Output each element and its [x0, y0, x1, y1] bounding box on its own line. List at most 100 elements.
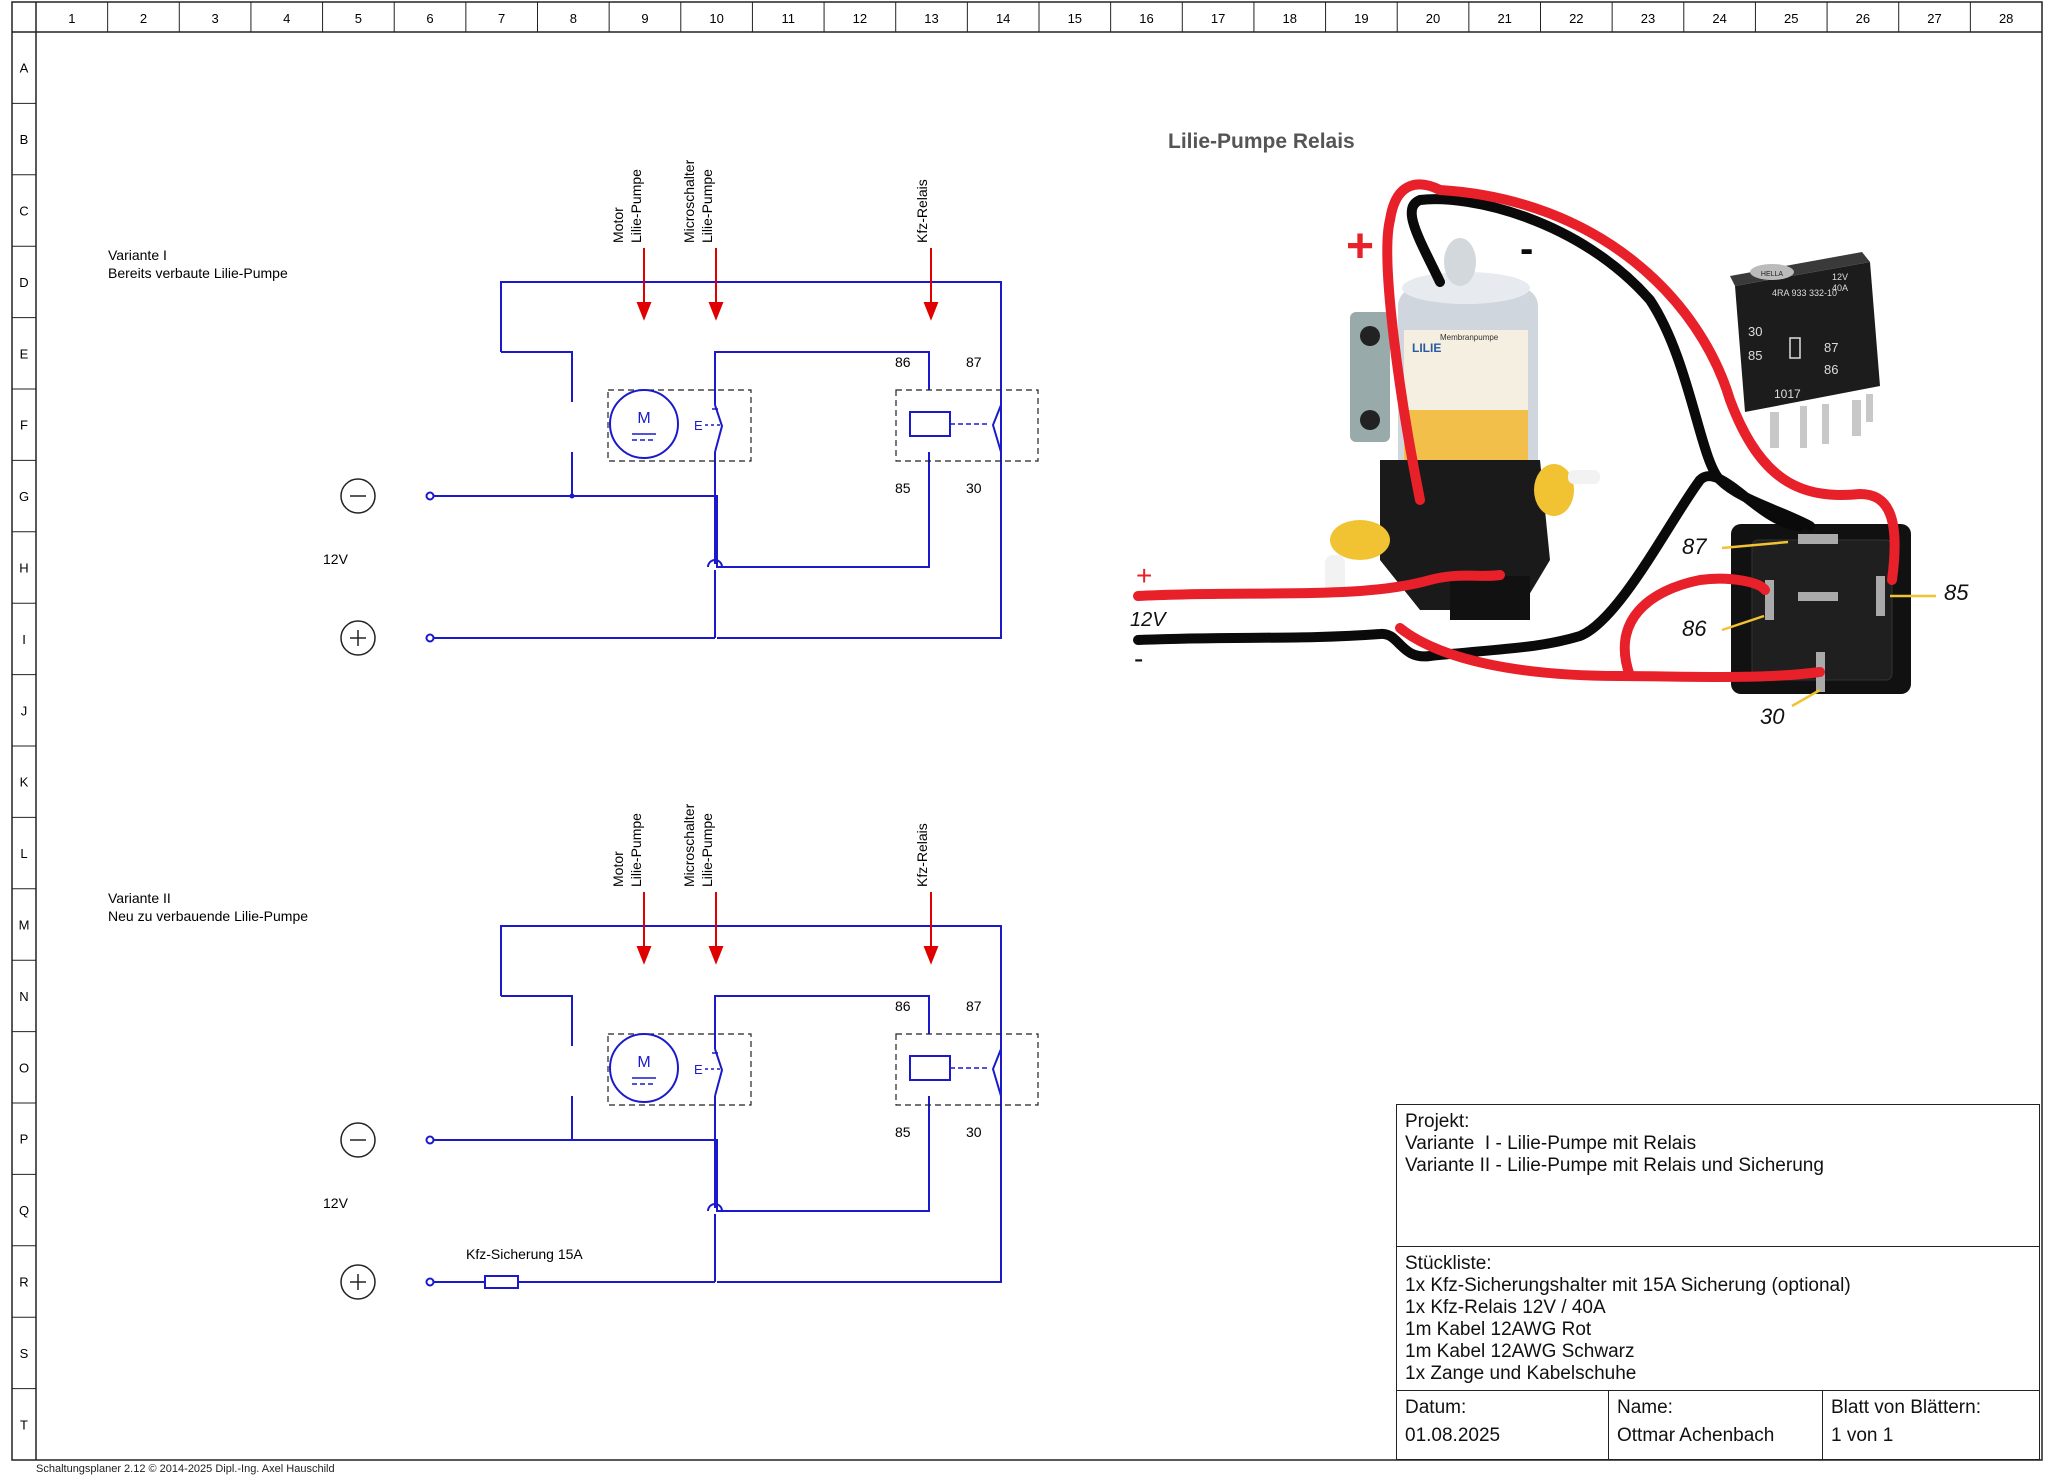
grid-row-label: H: [19, 561, 28, 576]
grid-column-label: 18: [1283, 11, 1297, 26]
photo-pin-30: 30: [1760, 704, 1785, 729]
variant-2-pin-85: 85: [895, 1124, 911, 1140]
variant-1-voltage: 12V: [323, 551, 349, 567]
grid-column-label: 26: [1856, 11, 1870, 26]
pump-image: LILIE Membranpumpe: [1325, 238, 1600, 620]
grid-column-label: 27: [1927, 11, 1941, 26]
variant-2-relay-label: Kfz-Relais: [914, 823, 930, 887]
variant-1-switch-letter: E: [694, 418, 703, 433]
grid-row-label: A: [20, 61, 29, 76]
bom-label: Stückliste:: [1405, 1253, 1492, 1274]
grid-column-label: 13: [924, 11, 938, 26]
variant-2-switch-contact: [714, 1048, 724, 1097]
grid-row-label: P: [20, 1132, 29, 1147]
black-cable-pump: [1406, 194, 1815, 531]
variant-1-terminal-plus: [425, 633, 435, 643]
variant-2-pump-box: [607, 1033, 752, 1106]
sheet-label: Blatt von Blättern:: [1831, 1397, 1981, 1418]
relay-part-number: 4RA 933 332-10: [1772, 288, 1837, 298]
variant-1-relay-coil: [909, 411, 951, 437]
project-line-1: Variante I - Lilie-Pumpe mit Relais: [1405, 1133, 1697, 1154]
title-block-project: Projekt: Variante I - Lilie-Pumpe mit Re…: [1396, 1104, 2040, 1248]
sheet-frame: [11, 1, 2043, 1461]
photo-minus-label: -: [1520, 227, 1533, 271]
grid-column-label: 21: [1497, 11, 1511, 26]
red-cable-plus: [1133, 570, 1505, 601]
variant-2-motor-label-2: Lilie-Pumpe: [628, 813, 644, 887]
variant-2-terminal-minus: [425, 1135, 435, 1145]
relay-pin-86-print: 86: [1824, 362, 1838, 377]
variant-1-crossover: [707, 559, 723, 568]
variant-2-relay-coil: [909, 1055, 951, 1081]
variant-2-crossover: [707, 1203, 723, 1212]
variant-2-fuse-label: Kfz-Sicherung 15A: [466, 1246, 583, 1262]
grid-column-label: 4: [283, 11, 290, 26]
variant-2-voltage: 12V: [323, 1195, 349, 1211]
variant-1-terminal-minus: [425, 491, 435, 501]
variant-1-switch-label-2: Lilie-Pumpe: [699, 169, 715, 243]
grid-row-label: D: [19, 275, 28, 290]
bom-line-2: 1x Kfz-Relais 12V / 40A: [1405, 1297, 1606, 1318]
variant-1-relay-box: [895, 389, 1039, 462]
photo-title: Lilie-Pumpe Relais: [1168, 130, 1355, 153]
variant-2-motor-symbol: [609, 1033, 679, 1103]
date-label: Datum:: [1405, 1397, 1467, 1418]
grid-row-label: M: [19, 918, 30, 933]
variant-2-switch-label-1: Microschalter: [681, 803, 697, 887]
variant-1-switch-label-1: Microschalter: [681, 159, 697, 243]
grid-column-label: 1: [68, 11, 75, 26]
grid-column-label: 12: [853, 11, 867, 26]
bom-line-3: 1m Kabel 12AWG Rot: [1405, 1319, 1592, 1340]
grid-row-label: C: [19, 204, 28, 219]
photo-12v-label: 12V: [1130, 609, 1167, 631]
relay-spec-current: 40A: [1832, 283, 1848, 293]
title-block-date: Datum: 01.08.2025: [1396, 1390, 1610, 1460]
grid-column-label: 15: [1068, 11, 1082, 26]
black-cable-minus: [1133, 471, 1805, 662]
grid-column-label: 28: [1999, 11, 2013, 26]
grid-row-label: L: [20, 846, 27, 861]
grid-row-label: S: [20, 1346, 29, 1361]
grid-column-label: 20: [1426, 11, 1440, 26]
grid-row-label: N: [19, 989, 28, 1004]
project-label: Projekt:: [1405, 1111, 1470, 1132]
pump-brand: LILIE: [1412, 341, 1441, 355]
variant-2-relay-box: [895, 1033, 1039, 1106]
relay-spec-voltage: 12V: [1832, 272, 1848, 282]
relay-module-image: HELLA 12V 40A 4RA 933 332-10 30 87 85 86…: [1730, 252, 1880, 448]
footer-credit: Schaltungsplaner 2.12 © 2014-2025 Dipl.-…: [36, 1463, 335, 1475]
photo-pin-86: 86: [1682, 616, 1707, 641]
grid-column-label: 19: [1354, 11, 1368, 26]
grid-row-label: B: [20, 132, 29, 147]
grid-row-label: R: [19, 1275, 28, 1290]
relay-socket-image: [1731, 524, 1911, 694]
grid-row-label: G: [19, 489, 29, 504]
variant-1-pin-86: 86: [895, 354, 911, 370]
grid-column-label: 24: [1712, 11, 1726, 26]
photo-12v-minus: -: [1134, 643, 1143, 674]
variant-2-pin-86: 86: [895, 998, 911, 1014]
variant-1-motor-letter: M: [637, 410, 650, 427]
bom-line-4: 1m Kabel 12AWG Schwarz: [1405, 1341, 1635, 1362]
variant-1-motor-symbol: [609, 389, 679, 459]
pin-leader-lines: [1721, 540, 1936, 708]
grid-row-label: K: [20, 775, 29, 790]
cables: [1133, 179, 1900, 682]
grid-row-label: J: [21, 703, 28, 718]
photo-pin-85: 85: [1944, 580, 1969, 605]
project-line-2: Variante II - Lilie-Pumpe mit Relais und…: [1405, 1155, 1824, 1176]
variant-2-terminal-plus: [425, 1277, 435, 1287]
bom-line-1: 1x Kfz-Sicherungshalter mit 15A Sicherun…: [1405, 1275, 1851, 1296]
red-cable-30: [1395, 623, 1825, 682]
relay-pin-30-print: 30: [1748, 324, 1762, 339]
grid-row-label: E: [20, 346, 29, 361]
grid-column-label: 5: [355, 11, 362, 26]
variant-1-relay-contact: [991, 390, 1002, 453]
variant-1-arrows: [636, 248, 939, 321]
variant-1-relay-label: Kfz-Relais: [914, 179, 930, 243]
variant-1-motor-label-2: Lilie-Pumpe: [628, 169, 644, 243]
grid-column-label: 14: [996, 11, 1010, 26]
variant-1-title: Variante I: [108, 247, 167, 263]
